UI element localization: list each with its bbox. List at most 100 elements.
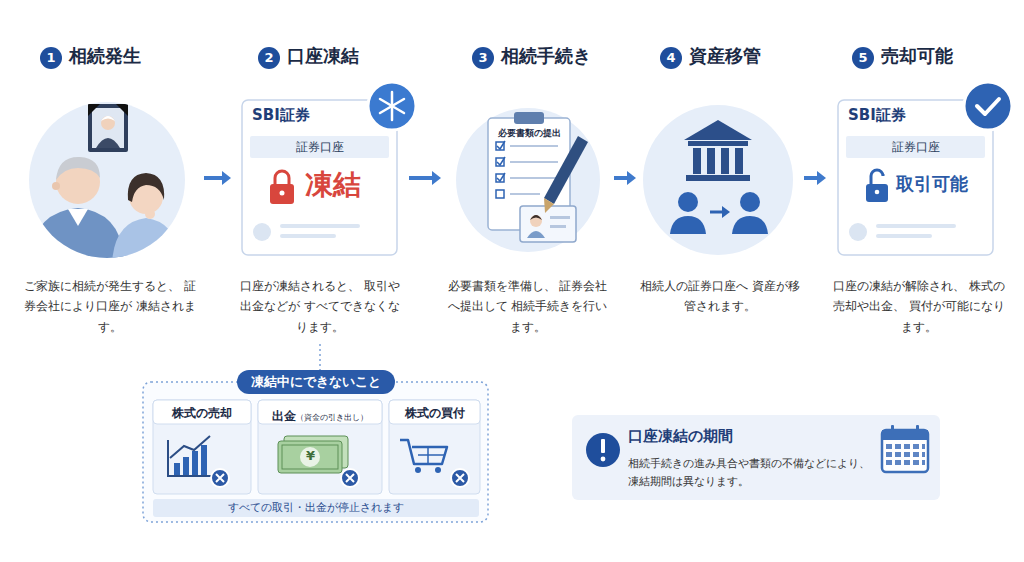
step-number: 2 — [258, 47, 280, 69]
currency-symbol: ¥ — [306, 448, 315, 463]
banknote-icon — [278, 441, 342, 473]
account-card-unlocked — [876, 224, 956, 228]
step-title: 相続発生 — [69, 44, 141, 68]
account-card-frozen — [380, 99, 404, 113]
step-description: 口座の凍結が解除され、 株式の売却や出金、 買付が可能になります。 — [830, 276, 1008, 337]
prohibited-mark — [451, 469, 469, 487]
account-status: 凍結 — [305, 166, 361, 204]
documents-illustration — [497, 173, 505, 181]
calendar-icon — [882, 430, 928, 440]
transfer-illustration — [643, 105, 793, 255]
account-label: 証券口座 — [838, 139, 993, 156]
family-illustration — [128, 173, 164, 202]
item-title: 出金 — [272, 409, 296, 423]
account-card-frozen — [280, 191, 285, 196]
family-illustration — [92, 108, 124, 148]
brand-name: SBI証券 — [848, 106, 906, 125]
transfer-illustration — [678, 192, 698, 212]
step-number: 1 — [40, 47, 62, 69]
restriction-panel — [153, 400, 251, 494]
connector — [204, 176, 223, 180]
cart-icon — [418, 454, 444, 456]
panel-heading: 凍結中にできないこと — [237, 370, 395, 394]
account-card-unlocked — [977, 99, 999, 114]
documents-illustration — [496, 174, 504, 182]
documents-illustration — [510, 161, 558, 163]
documents-illustration — [544, 198, 554, 213]
restriction-box: 凍結中にできないことすべての取引・出金が停止されます株式の売却出金（資金の引き出… — [143, 382, 488, 522]
account-card-frozen — [270, 184, 294, 204]
step-column: 1相続発生ご家族に相続が発生すると、 証券会社により口座が 凍結されます。 — [20, 40, 200, 342]
cart-icon — [427, 447, 429, 464]
chart-icon — [192, 451, 198, 475]
prohibited-mark — [346, 474, 354, 482]
calendar-icon — [891, 425, 894, 434]
calendar-icon — [886, 444, 925, 468]
restriction-item: 株式の売却 — [153, 400, 251, 494]
info-panel — [601, 439, 605, 453]
documents-illustration — [497, 157, 505, 165]
account-card-unlocked — [871, 170, 883, 184]
documents-illustration — [510, 177, 558, 179]
prohibited-mark — [456, 474, 464, 482]
documents-illustration — [496, 190, 504, 198]
account-card-frozen — [280, 224, 360, 228]
family-illustration — [52, 182, 60, 190]
family-illustration — [30, 104, 180, 264]
family-illustration — [30, 208, 124, 262]
documents-illustration — [510, 145, 558, 147]
document-title: 必要書類の提出 — [488, 128, 570, 140]
documents-illustration — [496, 142, 504, 150]
account-card-unlocked — [838, 82, 1012, 255]
chart-icon — [168, 436, 212, 476]
chart-icon — [174, 463, 180, 475]
prohibited-mark — [211, 469, 469, 487]
cart-icon — [435, 467, 441, 473]
family-illustration — [112, 218, 180, 264]
family-illustration — [116, 104, 128, 116]
transfer-illustration — [722, 206, 730, 218]
cart-icon — [400, 440, 447, 464]
step-title: 売却可能 — [881, 44, 953, 68]
connector — [409, 171, 441, 185]
step-column: 3相続手続き必要書類を準備し、 証券会社へ提出して 相続手続きを行います。必要書… — [445, 40, 610, 342]
documents-illustration — [496, 141, 505, 198]
transfer-illustration — [735, 148, 743, 174]
transfer-illustration — [688, 141, 748, 146]
chart-icon — [170, 436, 210, 458]
account-card-unlocked — [964, 82, 1012, 130]
chart-icon — [183, 457, 189, 475]
account-card-unlocked — [876, 234, 932, 238]
account-label: 証券口座 — [242, 139, 397, 156]
item-title-row: 出金（資金の引き出し） — [258, 405, 382, 425]
document-sheet: 必要書類の提出 — [488, 118, 570, 230]
calendar-icon — [882, 425, 928, 472]
transfer-illustration — [721, 148, 729, 174]
chart-icon — [201, 445, 207, 475]
info-body: 相続手続きの進み具合や書類の不備などにより、 凍結期間は異なります。 — [628, 455, 878, 490]
restriction-item: 株式の買付 — [389, 400, 480, 494]
account-card-frozen — [368, 82, 416, 130]
step-description: 口座が凍結されると、 取引や出金などが すべてできなくなります。 — [235, 276, 405, 337]
restriction-panel — [143, 382, 488, 522]
restriction-panel — [258, 400, 382, 424]
family-illustration — [96, 138, 120, 148]
connector — [204, 171, 231, 185]
account-card-frozen — [253, 223, 271, 241]
item-title: 株式の売却 — [153, 405, 251, 422]
account-card-frozen — [275, 171, 289, 184]
transfer-illustration — [670, 216, 706, 234]
connector — [817, 171, 826, 185]
connector — [804, 176, 818, 180]
account-card-unlocked — [875, 190, 880, 195]
restriction-panel — [258, 400, 382, 494]
restriction-panel — [153, 400, 251, 424]
account-card-frozen — [380, 92, 404, 120]
transfer-illustration — [686, 175, 750, 181]
step-title: 資産移管 — [689, 44, 761, 68]
step-column: 4資産移管相続人の証券口座へ 資産が移管されます。 — [640, 40, 800, 340]
connector — [614, 171, 636, 185]
prohibited-mark — [216, 474, 224, 482]
step-description: 相続人の証券口座へ 資産が移管されます。 — [640, 276, 800, 317]
connector — [222, 171, 231, 185]
